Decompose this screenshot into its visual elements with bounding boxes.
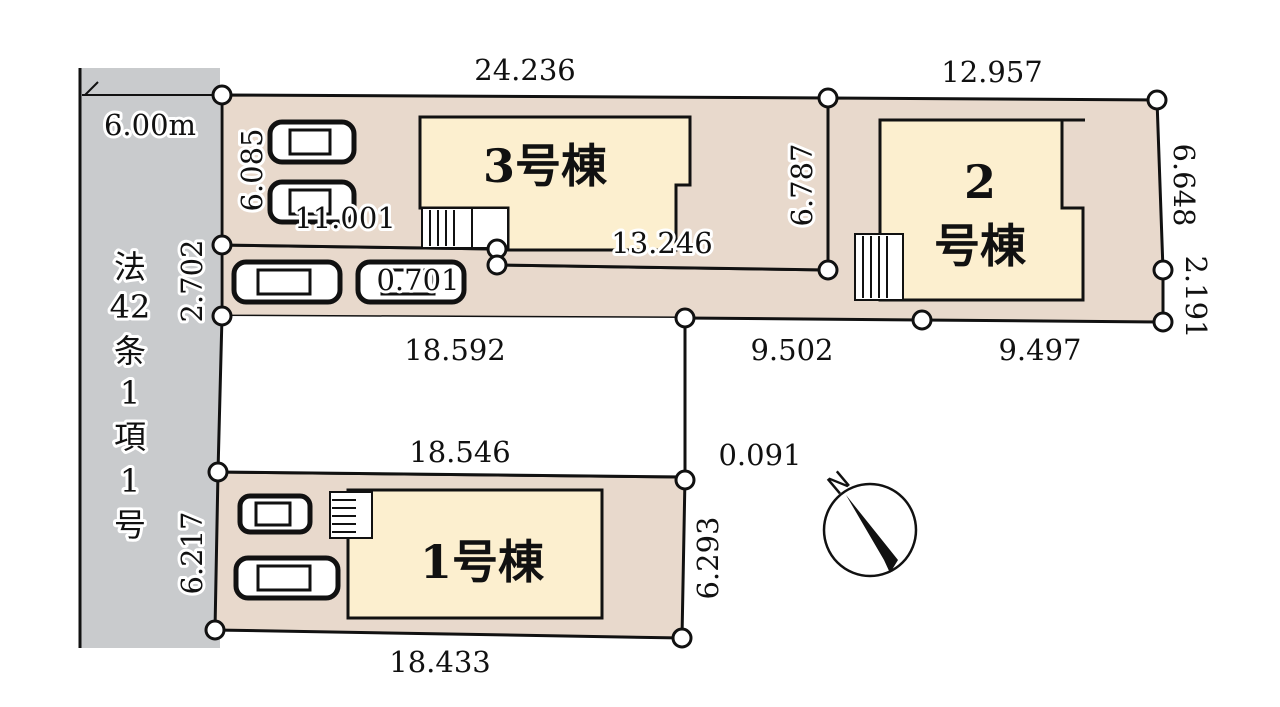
road-designation-char: 1 <box>120 462 140 500</box>
dim-label: 18.592 <box>404 333 505 367</box>
road-designation-char: 法 <box>114 248 146 286</box>
dim-label: 6.217 <box>175 511 209 594</box>
car-icon <box>231 259 343 305</box>
road-designation-char: 項 <box>114 418 146 456</box>
car-icon <box>267 119 357 165</box>
dim-label: 12.957 <box>941 55 1042 89</box>
dim-label: 11.001 <box>294 201 395 235</box>
open-lot <box>216 315 687 479</box>
dim-label: 0.701 <box>376 263 459 297</box>
building-2 <box>878 118 1085 302</box>
stairs-lines <box>332 499 356 533</box>
dim-label: 6.648 <box>1167 143 1201 226</box>
dim-label: 2.191 <box>1179 255 1213 338</box>
dim-label: 18.433 <box>389 645 490 679</box>
dim-label: 6.293 <box>691 516 725 599</box>
dim-label: 6.787 <box>785 143 819 226</box>
dim-label: 9.502 <box>750 333 833 367</box>
building-2-number: 2 <box>964 155 996 209</box>
road-designation-char: 条 <box>114 332 146 370</box>
building-1-label: 1号棟 <box>420 535 545 589</box>
car-icon <box>267 179 357 225</box>
road-width-label: 6.00m <box>104 108 196 142</box>
road-designation: 法 42 条 1 項 1 号 <box>107 245 154 547</box>
dim-label: 0.091 <box>718 438 801 472</box>
dim-label: 18.546 <box>409 435 510 469</box>
building-1 <box>346 488 604 620</box>
dim-label: 9.497 <box>998 333 1081 367</box>
boundary-markers <box>204 84 1174 649</box>
north-compass-icon: N <box>822 466 918 578</box>
dim-label: 2.702 <box>175 239 209 322</box>
road-designation-char: 42 <box>110 288 151 326</box>
car-icon <box>237 493 313 535</box>
road-designation-char: 号 <box>114 506 146 544</box>
dim-label: 13.246 <box>611 226 712 260</box>
stairs-lines <box>429 210 455 246</box>
dim-label: 6.085 <box>235 128 269 211</box>
road-width-arrow-icon <box>82 81 99 96</box>
building-3-label: 3号棟 <box>483 139 608 193</box>
road-designation-char: 1 <box>120 374 140 412</box>
dim-label: 24.236 <box>474 53 575 87</box>
building-2-label: 号棟 <box>934 219 1027 273</box>
road <box>80 68 220 648</box>
car-icon <box>233 555 341 601</box>
stairs-lines <box>862 236 888 298</box>
car-icon <box>355 259 467 305</box>
